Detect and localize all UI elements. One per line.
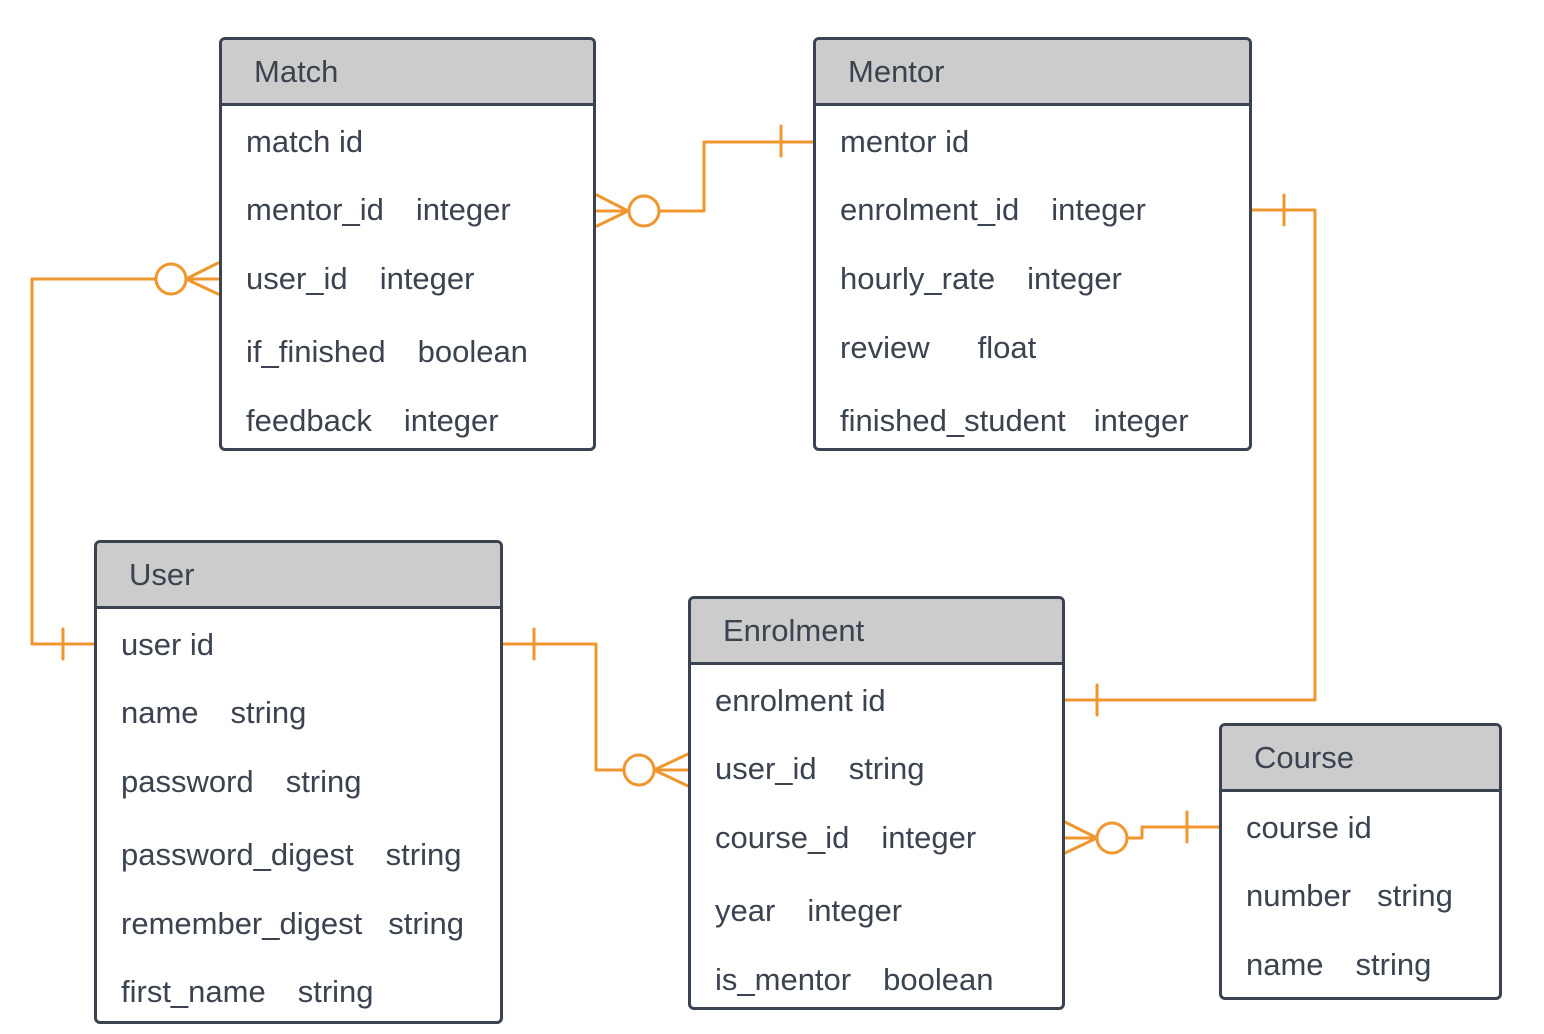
field-row: enrolment id <box>715 683 918 719</box>
field-row: first_name string <box>121 974 374 1010</box>
field-type: string <box>1355 947 1432 982</box>
field-name: is_mentor <box>715 962 852 997</box>
field-name: review <box>840 330 930 365</box>
field-row: hourly_rate integer <box>840 261 1122 297</box>
field-name: hourly_rate <box>840 261 996 296</box>
field-row: password string <box>121 764 362 800</box>
field-row: course_id integer <box>715 820 976 856</box>
field-name: match id <box>246 124 364 159</box>
field-type: integer <box>881 820 977 855</box>
field-type: boolean <box>883 962 994 997</box>
connector-enrolment-user <box>501 627 690 788</box>
field-row: mentor_id integer <box>246 192 511 228</box>
entity-user[interactable]: User user id name string password string p… <box>94 540 503 1024</box>
field-type: boolean <box>417 334 528 369</box>
field-row: is_mentor boolean <box>715 962 993 998</box>
field-type: float <box>977 330 1037 365</box>
field-row: user_id string <box>715 751 925 787</box>
field-type: integer <box>807 893 903 928</box>
field-name: mentor id <box>840 124 970 159</box>
field-row: user_id integer <box>246 261 474 297</box>
field-type: integer <box>403 403 499 438</box>
field-row: year integer <box>715 893 902 929</box>
field-row: if_finished boolean <box>246 334 528 370</box>
field-row: review float <box>840 330 1036 366</box>
field-name: number <box>1246 878 1352 913</box>
field-row: remember_digest string <box>121 906 464 942</box>
field-type: string <box>385 837 462 872</box>
entity-title: Match <box>222 40 593 106</box>
field-name: name <box>121 695 199 730</box>
field-type: string <box>285 764 362 799</box>
field-name: first_name <box>121 974 266 1009</box>
field-name: name <box>1246 947 1324 982</box>
field-name: enrolment id <box>715 683 886 718</box>
entity-enrolment[interactable]: Enrolment enrolment id user_id string cou… <box>688 596 1065 1010</box>
entity-title: Course <box>1222 726 1499 792</box>
field-name: user_id <box>715 751 817 786</box>
field-type: integer <box>415 192 511 227</box>
field-name: user_id <box>246 261 348 296</box>
field-type: integer <box>379 261 475 296</box>
field-row: name string <box>1246 947 1431 983</box>
field-row: finished_student integer <box>840 403 1189 439</box>
field-name: password <box>121 764 254 799</box>
field-type: string <box>1377 878 1453 913</box>
field-row: match id <box>246 124 395 160</box>
field-name: course id <box>1246 810 1372 845</box>
field-type: string <box>230 695 307 730</box>
field-name: feedback <box>246 403 372 438</box>
field-row: name string <box>121 695 306 731</box>
field-type: string <box>388 906 465 941</box>
field-row: mentor id <box>840 124 1001 160</box>
field-row: course id <box>1246 810 1404 846</box>
field-name: finished_student <box>840 403 1066 438</box>
field-name: mentor_id <box>246 192 384 227</box>
field-type: integer <box>1027 261 1122 296</box>
field-row: password_digest string <box>121 837 461 873</box>
field-row: number string <box>1246 878 1453 914</box>
field-name: if_finished <box>246 334 386 369</box>
field-type: string <box>848 751 925 786</box>
field-name: user id <box>121 627 215 662</box>
entity-title: Mentor <box>816 40 1249 106</box>
entity-title: Enrolment <box>691 599 1062 665</box>
connector-match-user <box>30 261 220 661</box>
field-name: enrolment_id <box>840 192 1020 227</box>
entity-title: User <box>97 543 500 609</box>
field-type: integer <box>1051 192 1147 227</box>
field-type: integer <box>1093 403 1189 438</box>
field-name: password_digest <box>121 837 354 872</box>
field-row: feedback integer <box>246 403 499 439</box>
connector-mentor-enrolment <box>1062 193 1317 717</box>
field-name: course_id <box>715 820 850 855</box>
connector-match-mentor <box>595 124 815 228</box>
field-name: year <box>715 893 776 928</box>
connector-enrolment-course <box>1063 810 1221 855</box>
field-row: user id <box>121 627 246 663</box>
field-name: remember_digest <box>121 906 363 941</box>
field-type: string <box>297 974 374 1009</box>
field-row: enrolment_id integer <box>840 192 1146 228</box>
